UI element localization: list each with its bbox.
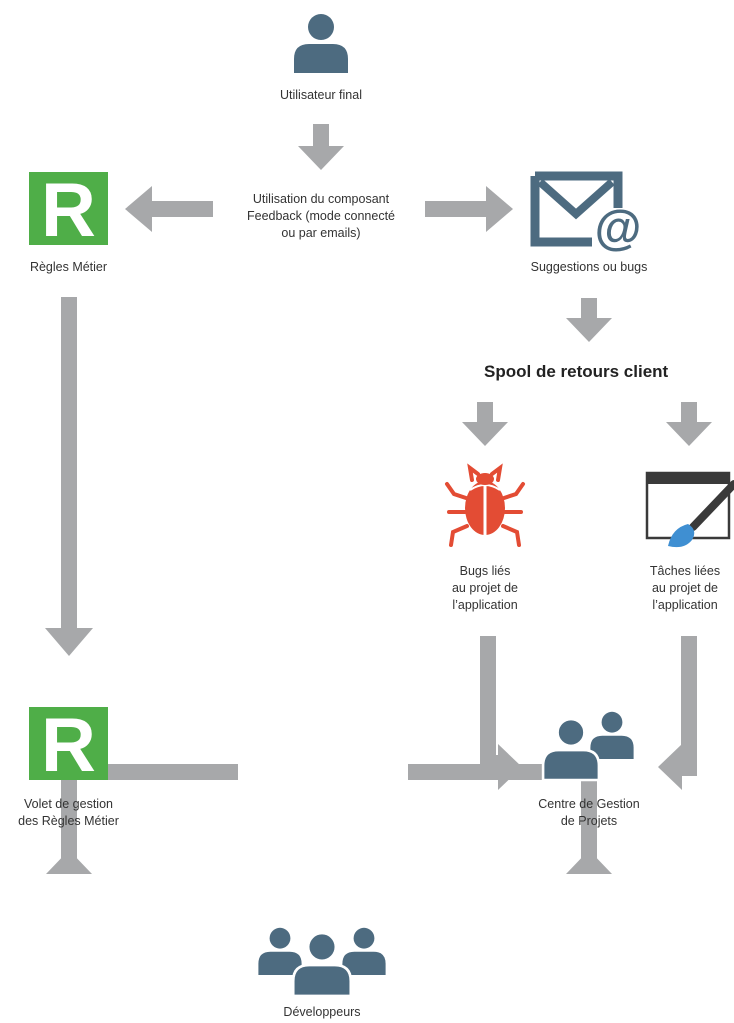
suggestions-label: Suggestions ou bugs [530, 260, 648, 274]
rules-panel-icon: R [29, 703, 108, 788]
at-sign-icon: @ [595, 202, 642, 255]
bugs-label: Bugs liés au projet de l’application [420, 563, 550, 614]
bugs-label-line: au projet de [451, 581, 519, 595]
feedback-usage-line: Feedback (mode connecté [246, 209, 395, 223]
arrow-spool-to-tasks [666, 402, 712, 446]
bugs-label-line: l’application [452, 598, 518, 612]
tasks-label-line: Tâches liées [649, 564, 721, 578]
project-center-label-line: de Projets [560, 814, 618, 828]
tasks-label-line: au projet de [651, 581, 719, 595]
arrow-suggestions-to-spool [566, 298, 612, 342]
feedback-usage-line: Utilisation du composant [252, 192, 390, 206]
rule-badge-letter: R [41, 168, 96, 253]
arrow-spool-to-bugs [462, 402, 508, 446]
business-rules-label: Règles Métier [29, 260, 108, 274]
tasks-label: Tâches liées au projet de l’application [636, 563, 734, 614]
arrow-feedback-to-rules [125, 186, 213, 232]
project-center-icon [541, 711, 634, 782]
project-center-label: Centre de Gestion de Projets [514, 796, 664, 830]
arrow-tasks-to-projects [658, 636, 697, 790]
spool-title: Spool de retours client [484, 362, 669, 381]
business-rules-icon: R [29, 168, 108, 253]
arrow-user-to-feedback [298, 124, 344, 170]
arrow-feedback-to-suggestions [425, 186, 513, 232]
arrow-rules-to-panel [45, 297, 93, 656]
rule-badge-letter: R [41, 703, 96, 788]
task-icon [645, 471, 734, 548]
feedback-usage-line: ou par emails) [281, 226, 361, 240]
rules-panel-label: Volet de gestion des Règles Métier [0, 796, 137, 830]
developers-icon [258, 927, 386, 998]
project-center-label-line: Centre de Gestion [538, 797, 640, 811]
feedback-usage-label: Utilisation du composant Feedback (mode … [226, 191, 416, 242]
bug-icon [445, 463, 525, 547]
developers-label: Développeurs [283, 1005, 361, 1019]
mail-icon: @ [530, 171, 642, 255]
end-user-label: Utilisateur final [280, 88, 362, 102]
tasks-label-line: l’application [652, 598, 718, 612]
end-user-icon [294, 14, 348, 73]
rules-panel-label-line: Volet de gestion [24, 797, 113, 811]
rules-panel-label-line: des Règles Métier [18, 814, 119, 828]
bugs-label-line: Bugs liés [459, 564, 511, 578]
